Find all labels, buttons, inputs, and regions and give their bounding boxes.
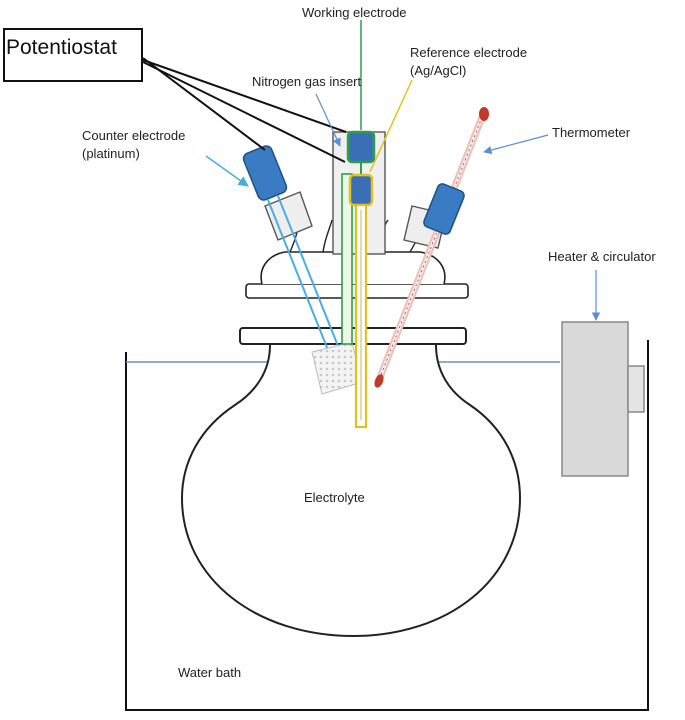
round-bottom-flask: [180, 327, 522, 638]
reference-electrode-label-line1: Reference electrode: [410, 45, 528, 60]
thermometer: [374, 107, 489, 388]
counter-electrode-label-line1: Counter electrode: [82, 128, 186, 143]
heater-circulator: [561, 321, 645, 477]
thermometer-label: Thermometer: [552, 125, 631, 140]
thermometer-top-icon: [479, 107, 489, 121]
water-bath: [125, 340, 649, 711]
reference-electrode-label-line2: (Ag/AgCl): [410, 63, 467, 78]
label-pointer-arrows: [205, 20, 601, 321]
nitrogen-gas-insert: [341, 173, 353, 345]
counter-electrode: [242, 145, 363, 395]
electrolyte-label: Electrolyte: [304, 490, 365, 505]
potentiostat-leads: [142, 57, 347, 163]
potentiostat-box: [3, 28, 143, 82]
reference-electrode: [348, 173, 374, 429]
potentiostat-label: Potentiostat: [6, 36, 117, 59]
water-bath-label: Water bath: [178, 665, 242, 680]
heater-circulator-label: Heater & circulator: [548, 249, 656, 264]
counter-electrode-label-line2: (platinum): [82, 146, 140, 161]
nitrogen-gas-insert-label: Nitrogen gas insert: [252, 74, 362, 89]
working-electrode-label: Working electrode: [302, 5, 407, 20]
thermometer-bulb: [374, 374, 384, 388]
